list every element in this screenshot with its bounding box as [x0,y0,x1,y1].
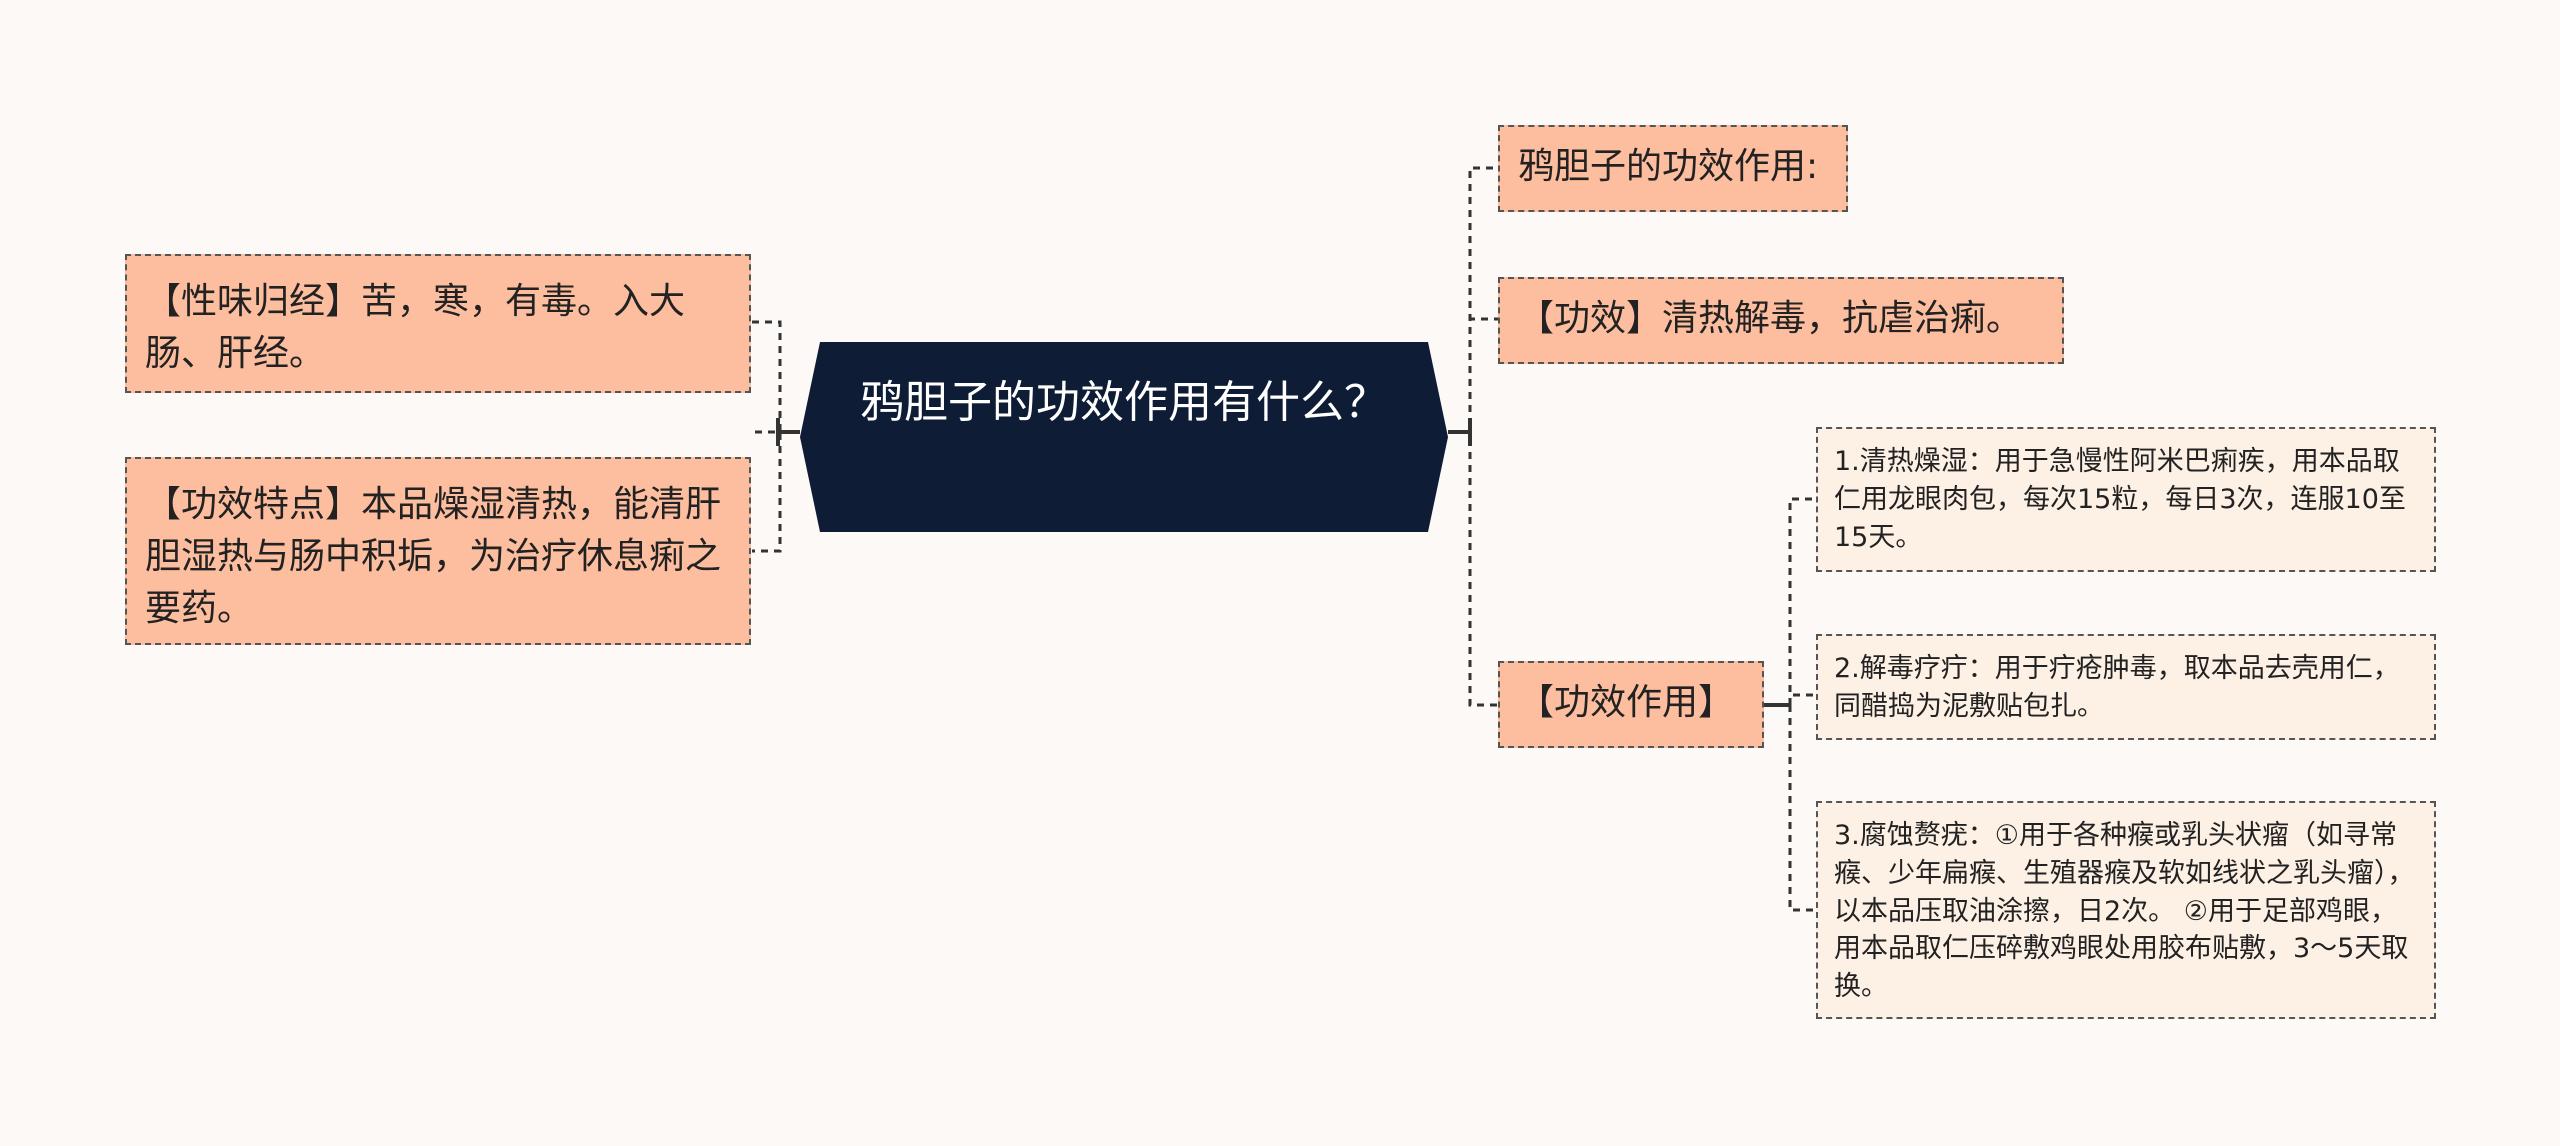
node-efficacy-title[interactable]: 鸦胆子的功效作用: [1498,125,1848,212]
node-efficacy-uses-text: 【功效作用】 [1518,682,1735,723]
node-efficacy-text: 【功效】清热解毒，抗虐治痢。 [1518,298,2023,339]
node-efficacy-features[interactable]: 【功效特点】本品燥湿清热，能清肝胆湿热与肠中积垢，为治疗休息痢之要药。 [125,457,751,645]
node-use-3[interactable]: 3.腐蚀赘疣：①用于各种瘊或乳头状瘤（如寻常瘊、少年扁瘊、生殖器瘊及软如线状之乳… [1816,801,2436,1019]
link-left-2 [752,430,782,553]
link-sub-3 [1764,703,1816,912]
link-right-3 [1464,430,1498,707]
center-title: 鸦胆子的功效作用有什么？ [860,377,1388,428]
node-use-2[interactable]: 2.解毒疗疔：用于疔疮肿毒，取本品去壳用仁，同醋捣为泥敷贴包扎。 [1816,634,2436,740]
link-right-1 [1464,166,1498,434]
link-left-1 [752,320,782,434]
center-hexagon [800,342,1448,532]
node-use-3-text: 3.腐蚀赘疣：①用于各种瘊或乳头状瘤（如寻常瘊、少年扁瘊、生殖器瘊及软如线状之乳… [1834,820,2415,1003]
node-use-1[interactable]: 1.清热燥湿：用于急慢性阿米巴痢疾，用本品取仁用龙眼肉包，每次15粒，每日3次，… [1816,427,2436,572]
node-efficacy-title-text: 鸦胆子的功效作用: [1518,146,1819,187]
center-node[interactable]: 鸦胆子的功效作用有什么？ [800,342,1448,532]
node-taste-meridian[interactable]: 【性味归经】苦，寒，有毒。入大肠、肝经。 [125,254,751,393]
link-sub-2 [1764,693,1816,707]
link-sub-1 [1764,497,1816,707]
link-right-2 [1464,317,1498,434]
node-efficacy-uses[interactable]: 【功效作用】 [1498,661,1764,748]
node-efficacy-features-text: 【功效特点】本品燥湿清热，能清肝胆湿热与肠中积垢，为治疗休息痢之要药。 [145,484,722,630]
node-efficacy[interactable]: 【功效】清热解毒，抗虐治痢。 [1498,277,2064,364]
node-use-1-text: 1.清热燥湿：用于急慢性阿米巴痢疾，用本品取仁用龙眼肉包，每次15粒，每日3次，… [1834,446,2406,553]
node-taste-meridian-text: 【性味归经】苦，寒，有毒。入大肠、肝经。 [145,281,686,375]
node-use-2-text: 2.解毒疗疔：用于疔疮肿毒，取本品去壳用仁，同醋捣为泥敷贴包扎。 [1834,653,2400,722]
